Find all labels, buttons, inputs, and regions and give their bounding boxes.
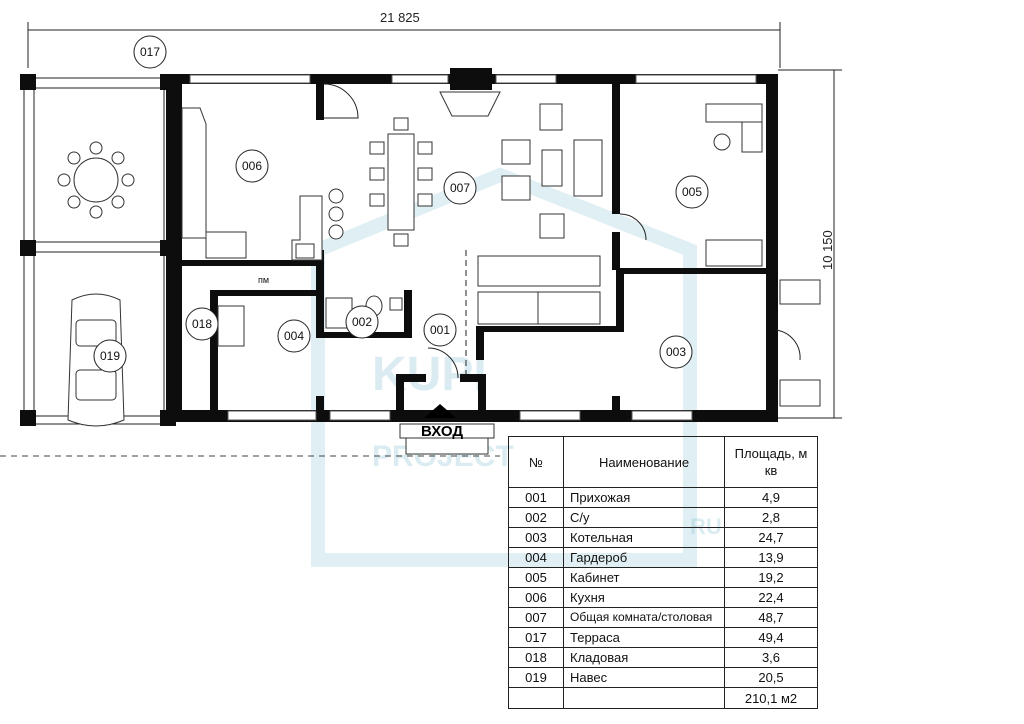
room-marker-007: 007 — [443, 171, 477, 205]
room-marker-005: 005 — [675, 175, 709, 209]
svg-text:018: 018 — [192, 317, 212, 331]
legend-header-num: № — [508, 436, 564, 488]
entrance-marker: ВХОД — [421, 404, 463, 440]
room-marker-003: 003 — [659, 335, 693, 369]
room-markers: 017 006 007 005 018 004 002 001 003 019 — [93, 35, 709, 373]
interior-furniture — [181, 83, 821, 455]
svg-text:005: 005 — [682, 185, 702, 199]
svg-text:019: 019 — [100, 349, 120, 363]
svg-text:004: 004 — [284, 329, 304, 343]
width-dimension: 21 825 — [27, 10, 781, 68]
room-marker-019: 019 — [93, 339, 127, 373]
house-walls — [166, 68, 778, 422]
svg-text:006: 006 — [242, 159, 262, 173]
entrance-label: ВХОД — [421, 423, 463, 440]
svg-text:017: 017 — [140, 45, 160, 59]
svg-text:003: 003 — [666, 345, 686, 359]
svg-text:007: 007 — [450, 181, 470, 195]
room-marker-004: 004 — [277, 319, 311, 353]
room-marker-018: 018 — [185, 307, 219, 341]
room-marker-001: 001 — [423, 313, 457, 347]
svg-text:001: 001 — [430, 323, 450, 337]
legend-total-row: 210,1 м2 — [508, 687, 818, 709]
legend-header-name: Наименование — [563, 436, 725, 488]
height-dimension: 10 150 — [778, 69, 842, 419]
width-dimension-label: 21 825 — [380, 10, 420, 25]
legend-header-area: Площадь, м кв — [724, 436, 818, 488]
legend-total: 210,1 м2 — [724, 687, 818, 709]
kitchen-appliance-mark: пм — [258, 275, 269, 285]
terrace-carport-structure — [20, 74, 176, 427]
svg-text:002: 002 — [352, 315, 372, 329]
room-marker-017: 017 — [133, 35, 167, 69]
room-marker-006: 006 — [235, 149, 269, 183]
height-dimension-label: 10 150 — [820, 230, 835, 270]
legend-header-row: № Наименование Площадь, м кв — [508, 436, 818, 488]
room-marker-002: 002 — [345, 305, 379, 339]
